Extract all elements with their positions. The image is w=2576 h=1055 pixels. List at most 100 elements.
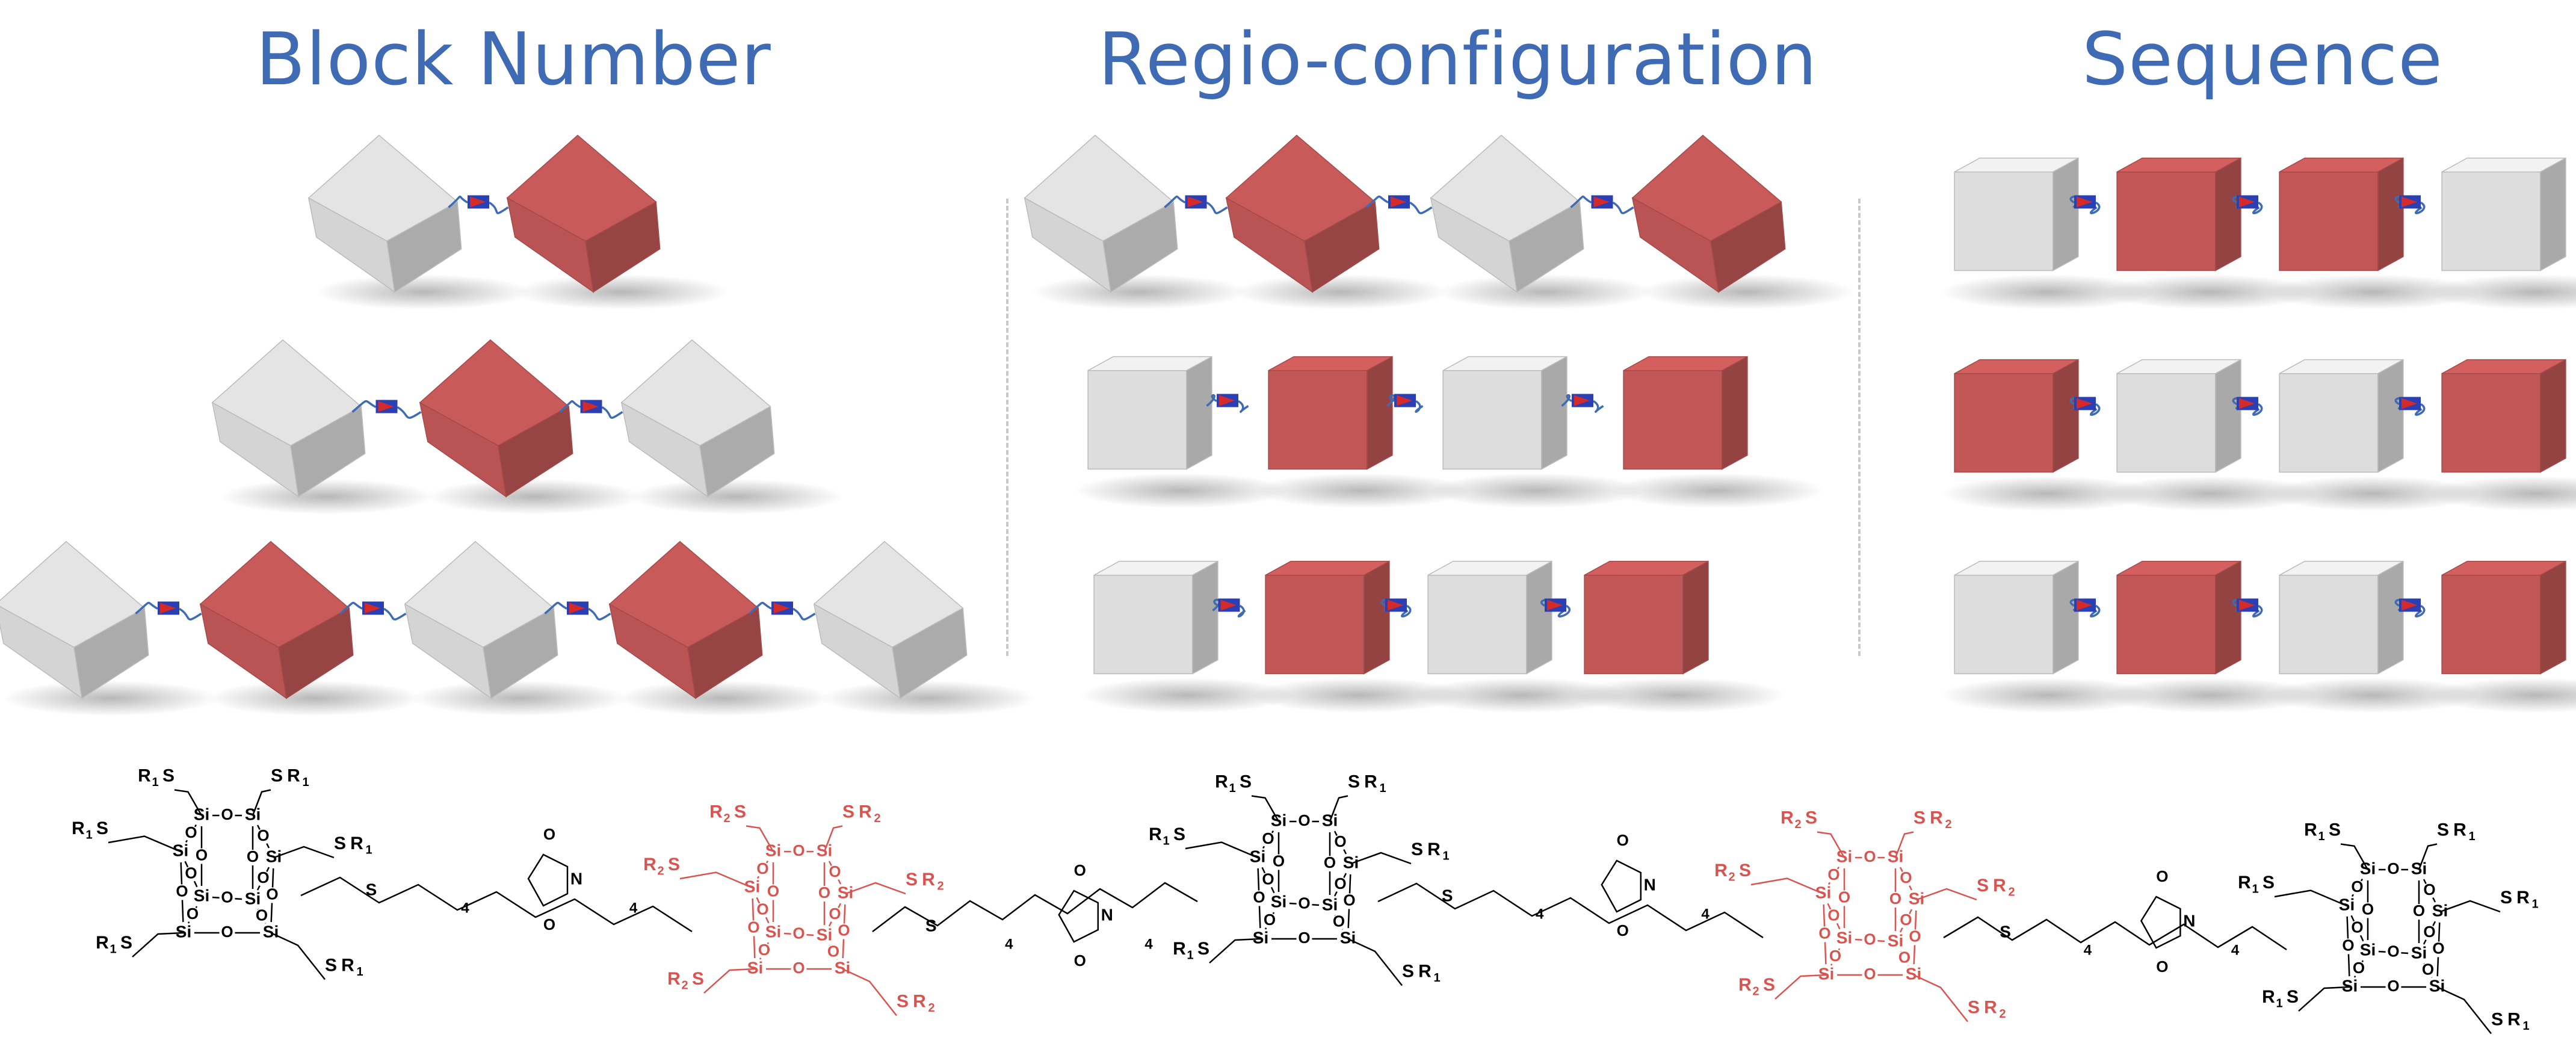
block-row2-linker-2: [559, 400, 623, 419]
cube-shadow: [412, 680, 627, 716]
oxygen-atom: O: [257, 826, 269, 844]
substituent-s: S: [1977, 876, 1989, 896]
heading-regio-configuration: Regio-configuration: [1098, 18, 1818, 102]
substituent-s: S: [1913, 808, 1926, 828]
ethyl-arm: [270, 932, 326, 980]
cage-o-bg: [1862, 967, 1878, 983]
cube-shadow: [427, 478, 642, 515]
oxygen-atom: O: [1324, 853, 1336, 871]
ethyl-arm: [1185, 841, 1258, 859]
repeat-count: 4: [1701, 906, 1710, 922]
oxygen-atom: O: [2387, 859, 2399, 877]
cage-o-bg: [2360, 902, 2376, 918]
ethyl-arm: [1329, 795, 1348, 822]
cage-o-bg: [1296, 814, 1312, 829]
substituent-s: S: [271, 766, 283, 785]
seq-row3-linker-1: [2069, 598, 2101, 617]
oxygen-atom: O: [176, 882, 188, 900]
seq-row1-cube-2-red: [2103, 157, 2318, 310]
ethyl-arm: [845, 882, 906, 895]
cage-o-bg: [1331, 914, 1347, 930]
linker-tag-red: [2077, 599, 2092, 611]
cube-face: [2377, 560, 2404, 675]
succinimide-ring: [2140, 896, 2181, 949]
silicon-atom: Si: [1836, 928, 1852, 947]
substituent-index: 1: [152, 776, 158, 789]
cage-si-bg: [814, 925, 835, 947]
substituent-index: 1: [1379, 782, 1386, 795]
oxygen-atom: O: [2387, 942, 2399, 960]
ethyl-arm: [1913, 974, 1968, 1023]
ethyl-arm: [1347, 938, 1403, 986]
repeat-count: 4: [1144, 936, 1153, 952]
substituent-s: S: [734, 802, 746, 821]
ethyl-arm: [823, 825, 843, 852]
ethyl-arm: [2340, 843, 2369, 870]
silicon-atom: Si: [744, 877, 760, 896]
cube-face: [2052, 157, 2079, 271]
linker-tag-red: [1574, 395, 1590, 406]
linker-tag-red: [774, 602, 789, 614]
ethyl-arm: [1817, 831, 1846, 858]
substituent-s: S: [2329, 820, 2341, 840]
substituent-index: 2: [723, 812, 730, 825]
carbonyl-o: O: [1074, 861, 1086, 879]
cage-o-bg: [219, 925, 235, 941]
ethyl-arm: [842, 968, 897, 1016]
substituent-index: 2: [2008, 885, 2015, 899]
repeat-count: 4: [461, 900, 469, 916]
oxygen-atom: O: [2413, 902, 2425, 920]
cube-shadow: [1429, 472, 1644, 509]
substituent-index: 2: [1945, 818, 1951, 831]
cube-shadow: [2428, 677, 2576, 713]
sulfur-atom: S: [366, 880, 377, 899]
substituent-s: S: [842, 802, 854, 821]
regio-row3-cube-3-grey: [1414, 560, 1629, 713]
silicon-atom: Si: [817, 925, 832, 944]
block-row3-cube-5-grey: [813, 540, 1036, 716]
substituent-r: R: [1173, 939, 1186, 959]
cage-o-bg: [2385, 944, 2401, 961]
substituent-s: S: [692, 969, 704, 989]
cage-o-bg: [1897, 950, 1912, 967]
oxygen-atom: O: [1262, 870, 1274, 888]
cage-si-bg: [242, 889, 264, 911]
ethyl-arm: [746, 825, 774, 852]
ethyl-arm: [1774, 974, 1827, 1000]
regio-row3-linker-1: [1212, 598, 1246, 617]
seq-row1-linker-2: [2232, 195, 2263, 214]
cage-si-bg: [1833, 928, 1855, 950]
silicon-atom: Si: [1818, 964, 1834, 983]
linker-tag-red: [1547, 599, 1563, 611]
substituent-r: R: [1984, 997, 1997, 1017]
substituent-s: S: [1240, 772, 1252, 791]
substituent-index: 1: [302, 776, 309, 789]
block-row3-cube-4-red: [608, 540, 832, 716]
cube-face: [2540, 359, 2566, 473]
cube-face: [278, 607, 354, 699]
cube-face: [585, 201, 661, 293]
oxygen-atom: O: [2432, 939, 2444, 957]
oxygen-atom: O: [1253, 888, 1265, 906]
regio-row1-cube-4-red: [1631, 134, 1855, 310]
carbonyl-o: O: [2156, 867, 2168, 885]
substituent-r: R: [1738, 975, 1752, 995]
linker-tag-red: [2077, 196, 2092, 208]
oxygen-atom: O: [1889, 889, 1901, 908]
ethyl-arm: [252, 789, 271, 816]
oxygen-atom: O: [2387, 977, 2399, 995]
seq-row3-cube-2-red: [2103, 560, 2318, 713]
